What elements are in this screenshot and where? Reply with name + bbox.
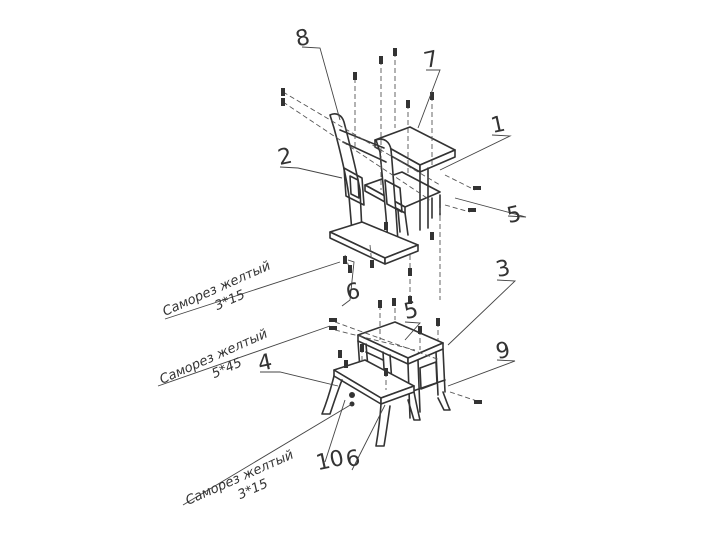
- callout-6-upper: 6: [344, 279, 363, 306]
- screws-upper: [281, 48, 481, 320]
- callout-4: 4: [256, 350, 275, 377]
- backrest: [329, 113, 363, 233]
- screws-lower: [329, 300, 482, 404]
- stool-assembly: [321, 321, 451, 447]
- side-leg-right: [397, 167, 429, 236]
- callout-9: 9: [494, 338, 513, 365]
- callout-3: 3: [494, 256, 513, 283]
- screw-captions: Саморез желтый 3*15 Саморез желтый 5*45 …: [158, 259, 296, 509]
- callout-6-lower: 6: [344, 446, 363, 473]
- callout-5-lower: 5: [402, 298, 421, 325]
- callout-1: 1: [489, 112, 508, 139]
- seat-side-edge: [419, 149, 456, 173]
- front-legs: [321, 375, 421, 447]
- callout-5-upper: 5: [505, 202, 524, 229]
- callout-7: 7: [422, 47, 441, 74]
- callout-2: 2: [276, 144, 295, 171]
- leader-lines: [157, 46, 527, 506]
- callout-numbers: 8 7 1 2 5 6 3 5 9 4 10 6: [256, 25, 524, 476]
- chair-top-assembly: [329, 113, 456, 265]
- side-panel-left: [343, 167, 365, 206]
- callout-10: 10: [314, 446, 347, 476]
- callout-8: 8: [293, 25, 312, 52]
